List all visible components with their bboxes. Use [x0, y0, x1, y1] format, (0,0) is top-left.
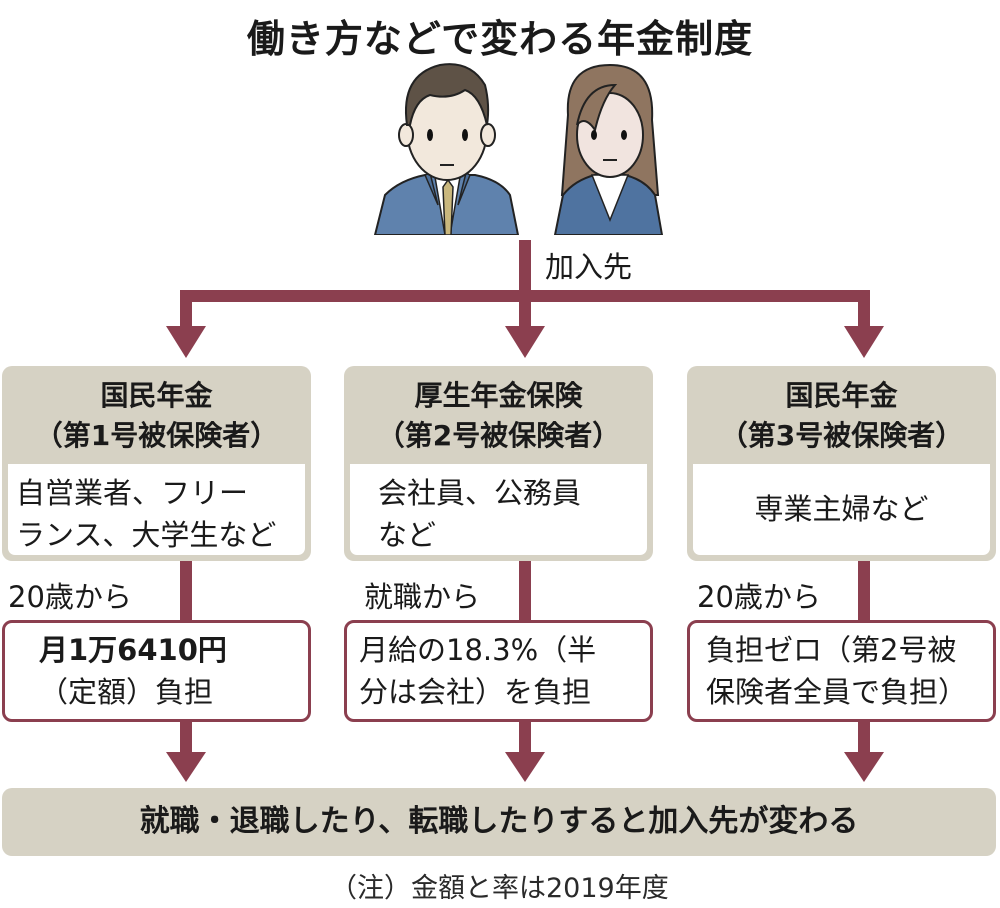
members-description: 専業主婦など — [693, 464, 990, 555]
plan-name: 国民年金 — [785, 379, 898, 412]
branch-center-drop — [519, 290, 531, 330]
connector-left — [180, 560, 192, 622]
diagram-title: 働き方などで変わる年金制度 — [246, 17, 754, 61]
insured-category: （第1号被保険者） — [34, 419, 279, 452]
woman-figure-icon — [553, 63, 664, 235]
plan-name: 国民年金 — [100, 379, 213, 412]
branch-left-drop — [180, 290, 192, 330]
people-illustration — [373, 63, 664, 235]
trunk-line — [519, 240, 531, 302]
start-condition: 20歳から — [8, 574, 138, 616]
start-condition: 就職から — [364, 574, 487, 616]
enrollment-label: 加入先 — [545, 250, 633, 284]
connector-center — [519, 560, 531, 622]
lower-left-drop — [180, 720, 192, 758]
footnote: （注）金額と率は2019年度 — [330, 873, 669, 904]
lower-right-drop — [858, 720, 870, 758]
column-header: 国民年金 （第1号被保険者） — [2, 366, 311, 464]
insured-category: （第3号被保険者） — [719, 419, 964, 452]
lower-center-drop — [519, 720, 531, 758]
start-condition: 20歳から — [697, 574, 827, 616]
cost-box: 月1万6410円 （定額）負担 — [2, 620, 311, 722]
arrow-down-icon — [166, 326, 206, 358]
man-figure-icon — [373, 63, 520, 235]
outcome-banner: 就職・退職したり、転職したりすると加入先が変わる — [2, 788, 996, 856]
arrow-down-icon — [844, 326, 884, 358]
arrow-down-icon — [844, 752, 884, 782]
plan-name: 厚生年金保険 — [414, 379, 583, 412]
members-description: 自営業者、フリー ランス、大学生など — [8, 464, 305, 555]
arrow-down-icon — [505, 326, 545, 358]
arrow-down-icon — [166, 752, 206, 782]
column-header: 厚生年金保険 （第2号被保険者） — [344, 366, 653, 464]
cost-box: 月給の18.3%（半 分は会社）を負担 — [344, 620, 653, 722]
arrow-down-icon — [505, 752, 545, 782]
column-header: 国民年金 （第3号被保険者） — [687, 366, 996, 464]
cost-box: 負担ゼロ（第2号被 保険者全員で負担） — [687, 620, 996, 722]
connector-right — [858, 560, 870, 622]
branch-right-drop — [858, 290, 870, 330]
members-description: 会社員、公務員 など — [350, 464, 647, 555]
insured-category: （第2号被保険者） — [376, 419, 621, 452]
